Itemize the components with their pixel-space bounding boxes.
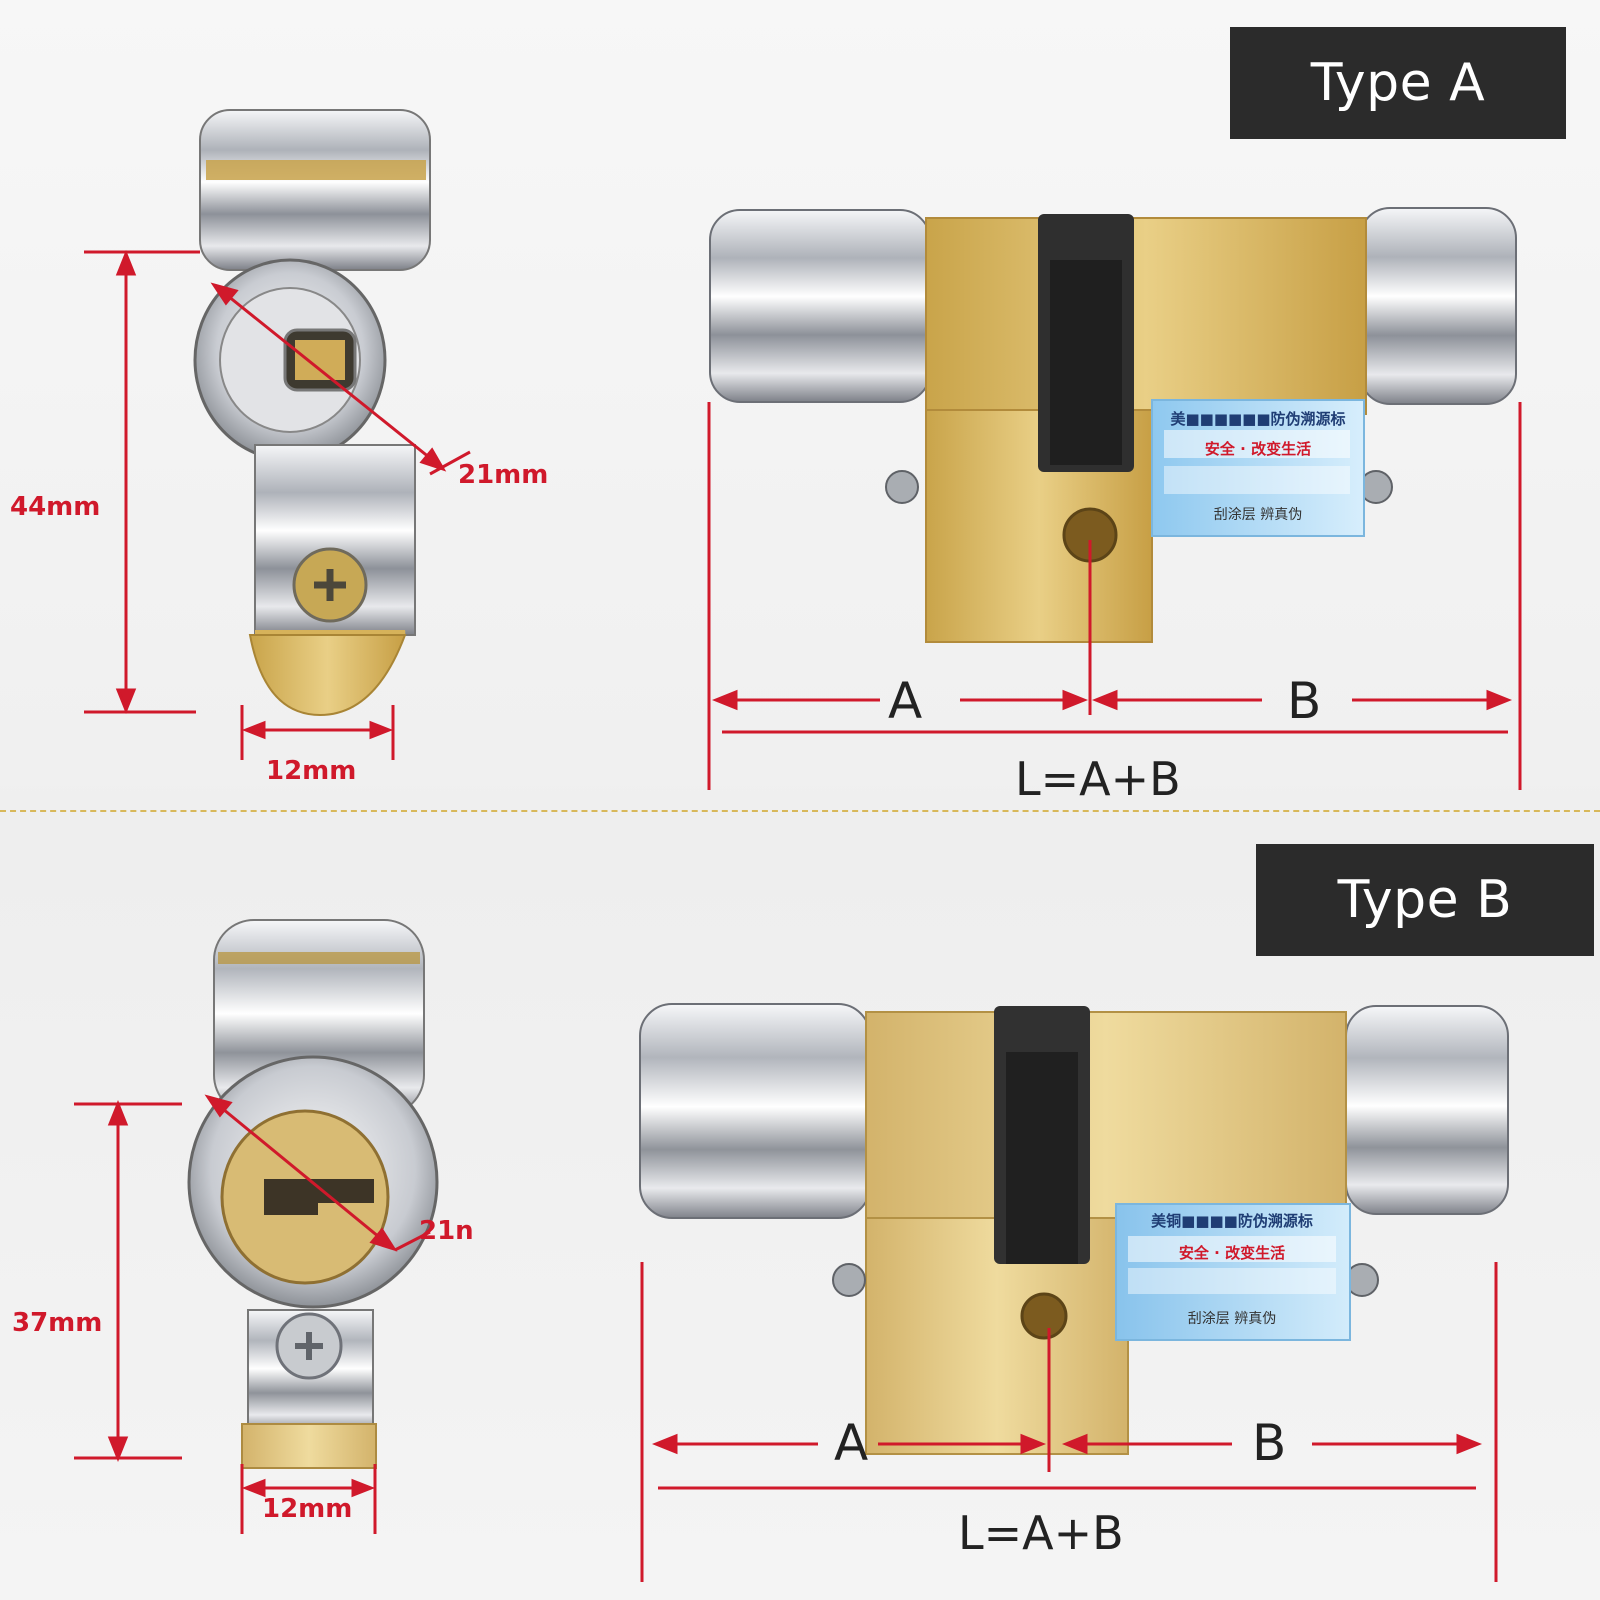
dimension-lines-front — [707, 402, 1522, 790]
sticker-footer: 刮涂层 辨真伪 — [1213, 507, 1303, 523]
front-view-lock — [709, 207, 1517, 643]
type-a-section: Type A 44mm 21mm 12mm A B L=A+B 美■■■■■■防… — [10, 27, 1566, 806]
front-view-lock — [639, 1003, 1509, 1455]
dimension-lines-front — [640, 1262, 1498, 1582]
length-a-label: A — [834, 1414, 869, 1472]
width-dimension-label: 12mm — [266, 756, 357, 786]
dimension-lines-side — [74, 1094, 431, 1534]
length-b-label: B — [1252, 1414, 1287, 1472]
diameter-dimension-label: 21n — [419, 1216, 474, 1246]
sticker-slogan: 安全 · 改变生活 — [1204, 440, 1312, 458]
width-dimension-label: 12mm — [262, 1494, 353, 1524]
type-b-badge: Type B — [1256, 844, 1594, 956]
section-divider — [0, 810, 1600, 812]
type-b-illustration — [74, 919, 1509, 1582]
diameter-dimension-label: 21mm — [458, 460, 549, 490]
sticker-slogan: 安全 · 改变生活 — [1178, 1244, 1286, 1262]
dimension-lines-side — [84, 249, 471, 760]
sticker-title: 美■■■■■■防伪溯源标 — [1170, 410, 1346, 428]
type-a-badge: Type A — [1230, 27, 1566, 139]
type-a-illustration — [84, 109, 1522, 790]
side-view-lock — [193, 109, 431, 717]
height-dimension-label: 44mm — [10, 492, 101, 522]
length-formula: L=A+B — [1015, 752, 1181, 806]
height-dimension-label: 37mm — [12, 1308, 103, 1338]
length-a-label: A — [888, 672, 923, 730]
length-formula: L=A+B — [958, 1506, 1124, 1560]
sticker-footer: 刮涂层 辨真伪 — [1187, 1311, 1277, 1327]
side-view-lock — [187, 919, 439, 1469]
sticker-title: 美铜■■■■防伪溯源标 — [1151, 1212, 1313, 1230]
type-b-section: Type B 37mm 21n 12mm A B L=A+B 美铜■■■■防伪溯… — [0, 812, 1600, 1600]
length-b-label: B — [1287, 672, 1322, 730]
